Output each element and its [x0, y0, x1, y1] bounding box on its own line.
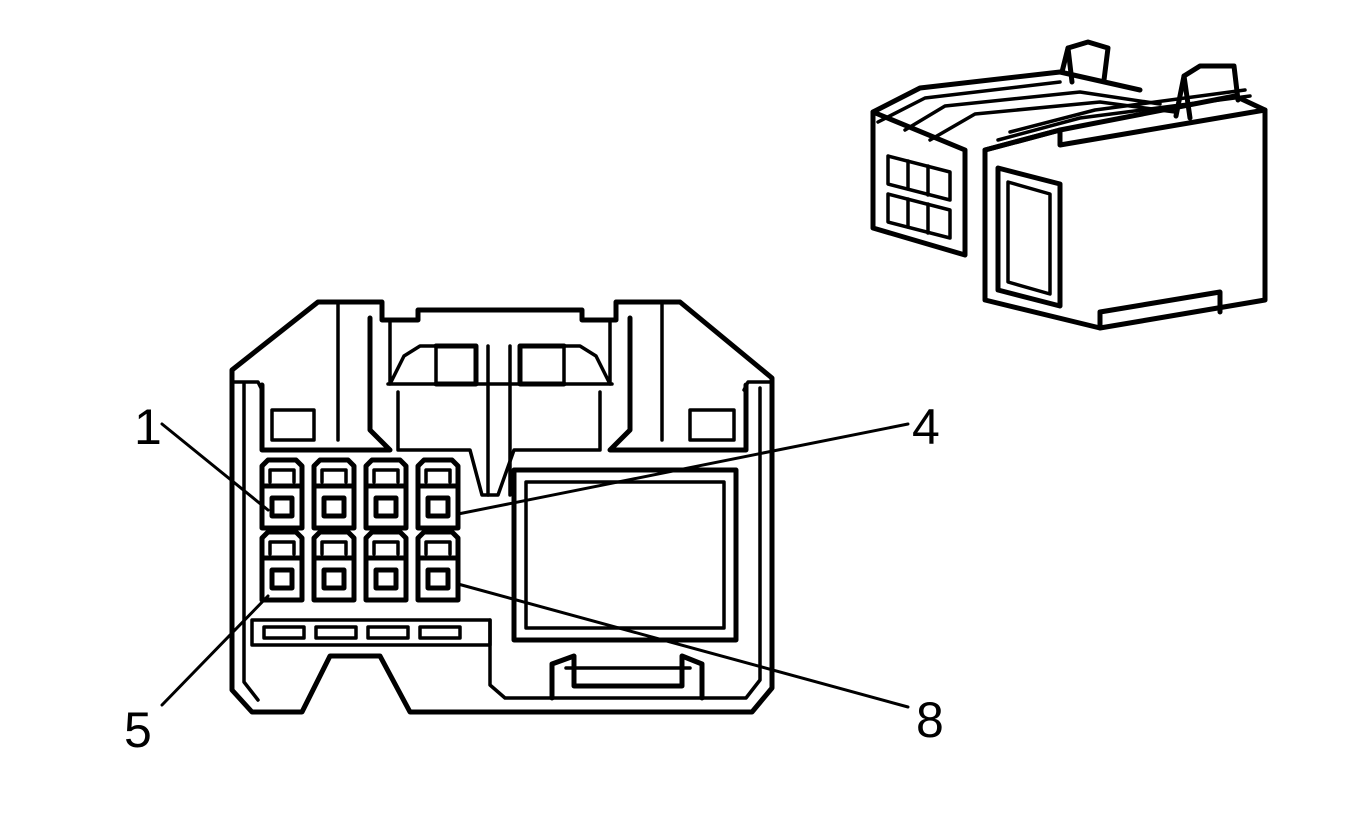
leader-lines	[160, 422, 910, 709]
pin-label-5: 5	[124, 702, 152, 758]
cavity-5	[259, 529, 305, 603]
pin-label-8: 8	[916, 692, 944, 748]
cavity-6	[311, 529, 357, 603]
isometric-cavity-grid	[886, 154, 952, 240]
leader-line-pin-8	[456, 582, 910, 709]
leader-line-pin-4	[456, 422, 910, 516]
cavity-2	[311, 457, 357, 531]
connector-isometric-view	[870, 39, 1268, 331]
cavity-grid	[259, 457, 461, 603]
cavity-7	[363, 529, 409, 603]
pin-label-1: 1	[134, 399, 162, 455]
cavity-3	[363, 457, 409, 531]
leader-line-pin-5	[160, 594, 270, 707]
pin-label-4: 4	[912, 399, 940, 455]
leader-line-pin-1	[160, 422, 270, 512]
cavity-4	[415, 457, 461, 531]
cavity-1	[259, 457, 305, 531]
connector-face-view	[229, 299, 775, 715]
cavity-8	[415, 529, 461, 603]
